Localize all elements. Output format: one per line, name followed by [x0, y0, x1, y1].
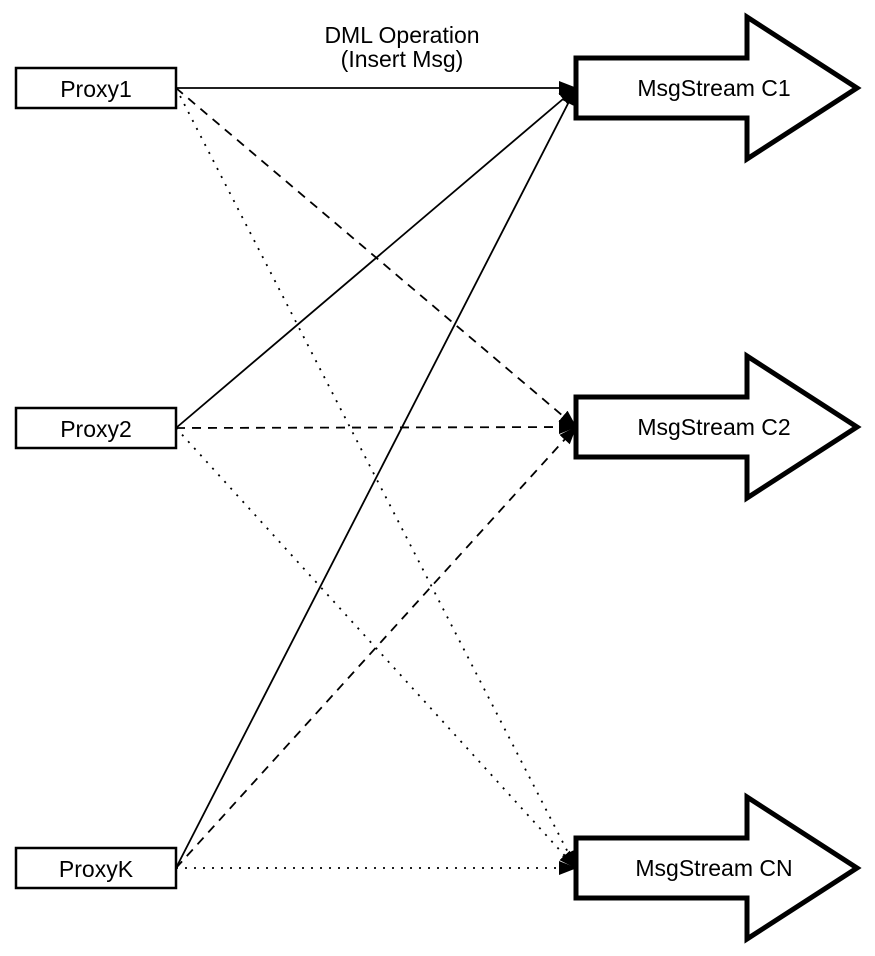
edge-proxyk-to-c2-dashed — [175, 426, 577, 869]
msgstream-label-cn: MsgStream CN — [635, 855, 792, 881]
proxy-box-icon — [14, 66, 178, 110]
edges-layer — [175, 81, 577, 875]
block-arrow-icon — [573, 792, 862, 944]
proxy-node-proxy1: Proxy1 — [14, 66, 178, 110]
proxy-label-proxy1: Proxy1 — [60, 76, 132, 102]
proxy-node-proxyk: ProxyK — [14, 846, 178, 890]
block-arrow-icon — [573, 12, 862, 164]
edge-proxy2-to-c1-solid — [175, 87, 577, 429]
dml-operation-label: DML Operation (Insert Msg) — [324, 22, 479, 72]
block-arrow-icon — [573, 351, 862, 503]
proxy-box-icon — [14, 846, 178, 890]
msgstream-label-c1: MsgStream C1 — [637, 75, 790, 101]
proxy-label-proxyk: ProxyK — [59, 856, 134, 882]
msgstream-node-cn: MsgStream CN — [573, 792, 862, 944]
proxy-box-icon — [14, 406, 178, 450]
dml-operation-label-line2: (Insert Msg) — [341, 46, 464, 72]
edge-proxy2-to-c2-dashed — [175, 420, 577, 435]
msgstream-node-c1: MsgStream C1 — [573, 12, 862, 164]
edge-proxyk-to-c1-solid — [175, 87, 577, 869]
edge-proxy2-to-cn-dotted — [175, 427, 577, 869]
dml-operation-label-line1: DML Operation — [324, 22, 479, 48]
edge-proxy1-to-cn-dotted — [175, 87, 577, 869]
msgstream-layer: MsgStream C1 MsgStream C2 MsgStream CN — [573, 12, 862, 944]
proxy-node-proxy2: Proxy2 — [14, 406, 178, 450]
msgstream-node-c2: MsgStream C2 — [573, 351, 862, 503]
proxy-label-proxy2: Proxy2 — [60, 416, 132, 442]
msgstream-label-c2: MsgStream C2 — [637, 414, 790, 440]
